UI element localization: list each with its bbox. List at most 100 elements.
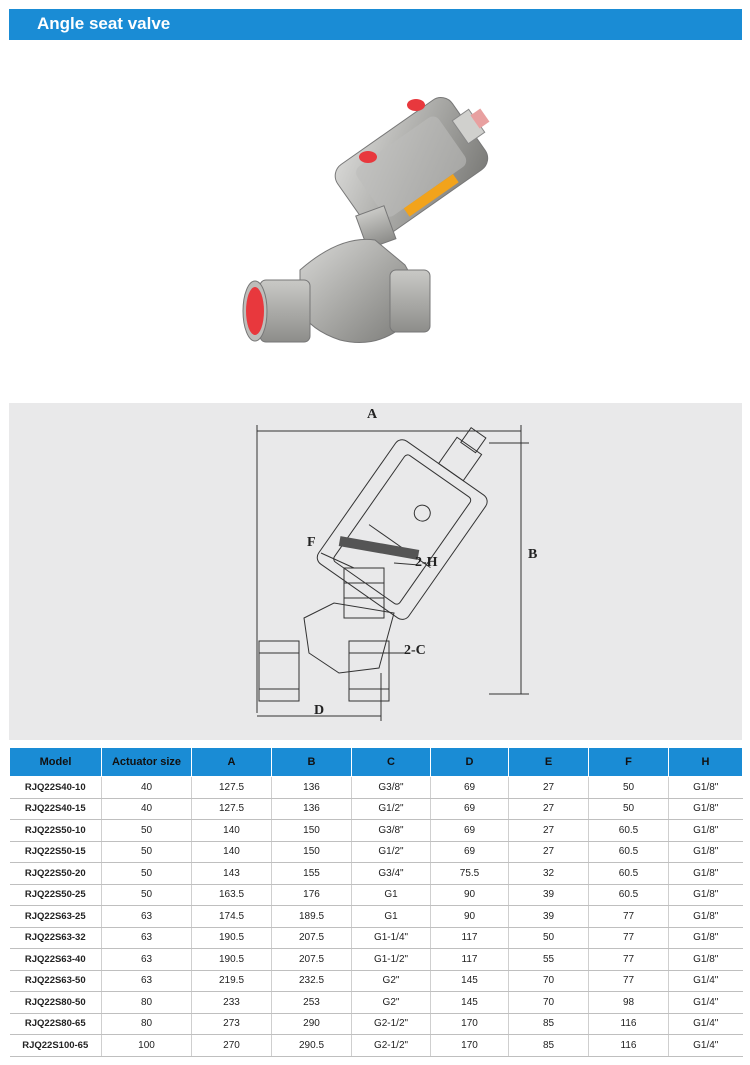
- table-cell: 116: [588, 1013, 669, 1035]
- table-cell: G1: [351, 884, 431, 906]
- table-cell: 27: [508, 819, 589, 842]
- table-cell: 27: [508, 776, 589, 799]
- table-cell: 70: [508, 970, 589, 992]
- table-cell: G1/4": [668, 1034, 743, 1057]
- table-cell: RJQ22S40-10: [9, 776, 102, 799]
- table-cell: 77: [588, 927, 669, 949]
- table-cell: 117: [430, 927, 509, 949]
- table-cell: 50: [508, 927, 589, 949]
- table-cell: RJQ22S63-25: [9, 905, 102, 928]
- table-cell: 32: [508, 862, 589, 885]
- table-cell: G1/8": [668, 798, 743, 820]
- table-cell: RJQ22S40-15: [9, 798, 102, 820]
- table-cell: RJQ22S50-20: [9, 862, 102, 885]
- table-cell: 140: [191, 841, 272, 863]
- column-header-d: D: [430, 747, 509, 777]
- table-cell: RJQ22S63-32: [9, 927, 102, 949]
- table-cell: 85: [508, 1013, 589, 1035]
- table-cell: 190.5: [191, 927, 272, 949]
- table-cell: RJQ22S100-65: [9, 1034, 102, 1057]
- table-cell: 69: [430, 841, 509, 863]
- table-cell: RJQ22S63-40: [9, 948, 102, 971]
- table-cell: 69: [430, 798, 509, 820]
- table-cell: G2": [351, 991, 431, 1014]
- table-cell: G1/4": [668, 991, 743, 1014]
- table-cell: 85: [508, 1034, 589, 1057]
- dimension-label-b: B: [528, 547, 538, 562]
- table-cell: G1/4": [668, 1013, 743, 1035]
- table-cell: RJQ22S50-15: [9, 841, 102, 863]
- table-cell: 117: [430, 948, 509, 971]
- dimension-label-a: A: [367, 407, 378, 422]
- table-cell: G2": [351, 970, 431, 992]
- dimension-label-c: 2-C: [404, 643, 426, 658]
- table-cell: G1-1/2": [351, 948, 431, 971]
- table-cell: 39: [508, 905, 589, 928]
- table-cell: 207.5: [271, 927, 352, 949]
- table-cell: 143: [191, 862, 272, 885]
- table-cell: 219.5: [191, 970, 272, 992]
- table-cell: G1/8": [668, 841, 743, 863]
- column-header-h: H: [668, 747, 743, 777]
- table-cell: G3/4": [351, 862, 431, 885]
- table-cell: 60.5: [588, 841, 669, 863]
- table-cell: 90: [430, 884, 509, 906]
- table-cell: 77: [588, 948, 669, 971]
- column-header-model: Model: [9, 747, 102, 777]
- dimension-label-h: 2-H: [415, 555, 438, 570]
- table-cell: G1-1/4": [351, 927, 431, 949]
- table-cell: 150: [271, 819, 352, 842]
- table-cell: 127.5: [191, 776, 272, 799]
- table-cell: 69: [430, 819, 509, 842]
- table-cell: 207.5: [271, 948, 352, 971]
- column-header-a: A: [191, 747, 272, 777]
- table-cell: 80: [101, 991, 192, 1014]
- table-cell: 40: [101, 776, 192, 799]
- table-cell: 98: [588, 991, 669, 1014]
- table-cell: 50: [101, 884, 192, 906]
- table-cell: 136: [271, 776, 352, 799]
- table-cell: 189.5: [271, 905, 352, 928]
- table-cell: 39: [508, 884, 589, 906]
- table-cell: 63: [101, 905, 192, 928]
- table-cell: 155: [271, 862, 352, 885]
- column-header-actuator-size: Actuator size: [101, 747, 192, 777]
- table-cell: 60.5: [588, 819, 669, 842]
- table-cell: 77: [588, 905, 669, 928]
- table-cell: 80: [101, 1013, 192, 1035]
- table-cell: 63: [101, 970, 192, 992]
- table-cell: G1/8": [668, 905, 743, 928]
- table-cell: G1/8": [668, 776, 743, 799]
- table-cell: G1/8": [668, 819, 743, 842]
- table-cell: 100: [101, 1034, 192, 1057]
- table-cell: 176: [271, 884, 352, 906]
- table-cell: G1/8": [668, 884, 743, 906]
- table-header-row: Model Actuator size A B C D E F H: [9, 747, 743, 777]
- table-cell: G1/2": [351, 798, 431, 820]
- table-cell: 140: [191, 819, 272, 842]
- specification-table: Model Actuator size A B C D E F H RJQ22S…: [9, 747, 743, 1057]
- column-header-b: B: [271, 747, 352, 777]
- table-cell: G3/8": [351, 776, 431, 799]
- table-cell: 233: [191, 991, 272, 1014]
- table-cell: 60.5: [588, 862, 669, 885]
- section-title: Angle seat valve: [37, 14, 171, 33]
- table-cell: 50: [101, 841, 192, 863]
- table-cell: 50: [101, 862, 192, 885]
- table-cell: 60.5: [588, 884, 669, 906]
- table-cell: G1/8": [668, 948, 743, 971]
- table-cell: G1: [351, 905, 431, 928]
- table-cell: 40: [101, 798, 192, 820]
- table-cell: 150: [271, 841, 352, 863]
- table-cell: 273: [191, 1013, 272, 1035]
